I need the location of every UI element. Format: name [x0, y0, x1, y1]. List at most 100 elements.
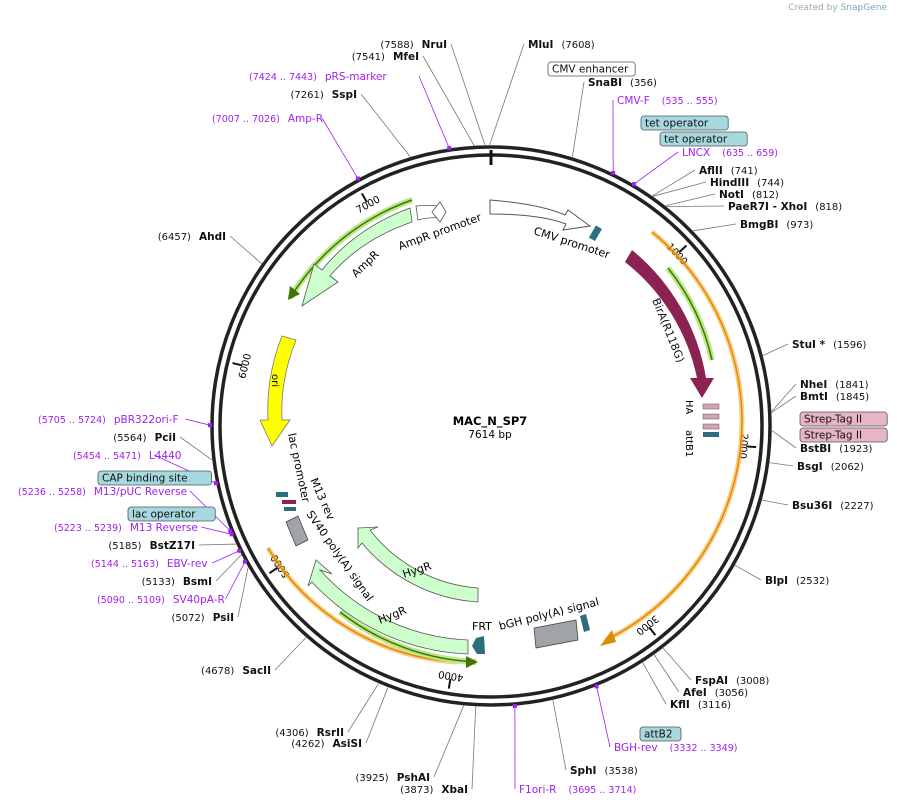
enzyme-label[interactable]: (3873)XbaI: [400, 784, 468, 796]
primer-label[interactable]: (5705 .. 5724)pBR322ori-F: [38, 414, 179, 426]
primer-label[interactable]: F1ori-R (3695 .. 3714): [519, 784, 636, 796]
primer-mark: [237, 548, 242, 553]
enzyme-label[interactable]: (6457)AhdI: [158, 231, 226, 243]
primer-name: LNCX: [682, 147, 710, 159]
feature-box-label: attB2: [644, 729, 673, 741]
ori-arrow[interactable]: [259, 335, 297, 447]
birA-arrow[interactable]: [625, 250, 714, 398]
feature-box[interactable]: [799, 411, 888, 427]
enzyme-label[interactable]: AfeI(3056): [683, 687, 748, 699]
enzyme-label[interactable]: (7261)SspI: [290, 89, 357, 101]
enzyme-label[interactable]: BmtI(1845): [800, 391, 869, 403]
enzyme-name: NruI: [422, 39, 447, 51]
enzyme-label[interactable]: AflII(741): [699, 165, 758, 177]
primer-label[interactable]: (5090 .. 5109)SV40pA-R: [97, 594, 225, 606]
enzyme-label[interactable]: BstBI(1923): [800, 443, 873, 455]
feature-box-label: CMV enhancer: [552, 64, 629, 76]
enzyme-position: (818): [815, 202, 842, 213]
enzyme-label[interactable]: (7541)MfeI: [352, 51, 419, 63]
primer-range: (3695 .. 3714): [568, 785, 636, 796]
frt-mark[interactable]: [472, 636, 485, 654]
strep-tag-mark-1[interactable]: [702, 413, 720, 420]
primer-label[interactable]: (5144 .. 5163)EBV-rev: [91, 558, 208, 570]
enzyme-name: SspI: [332, 89, 357, 101]
feature-box[interactable]: [127, 506, 216, 522]
feature-box[interactable]: [547, 61, 636, 77]
primer-label[interactable]: (7007 .. 7026)Amp-R: [212, 113, 323, 125]
enzyme-label[interactable]: SphI(3538): [570, 765, 638, 777]
attB2-mark[interactable]: [580, 614, 590, 632]
enzyme-name: BmtI: [800, 391, 828, 403]
enzyme-label[interactable]: BsgI(2062): [797, 461, 864, 473]
feature-box[interactable]: [97, 470, 212, 486]
enzyme-label[interactable]: (5564)PciI: [113, 432, 176, 444]
cmv-promoter-arrow[interactable]: [489, 199, 592, 231]
enzyme-position: (5564): [113, 433, 146, 444]
enzyme-leader: [215, 554, 242, 582]
enzyme-label[interactable]: (4262)AsiSI: [291, 738, 362, 750]
enzyme-label[interactable]: (3925)PshAI: [355, 772, 430, 784]
enzyme-label[interactable]: BmgBI(973): [740, 219, 813, 231]
enzyme-label[interactable]: KflI(3116): [670, 699, 731, 711]
enzyme-label[interactable]: Bsu36I(2227): [792, 500, 874, 512]
primer-name: pRS-marker: [325, 71, 388, 83]
sv40-polya-box[interactable]: [285, 515, 309, 547]
attB1-label: attB1: [683, 430, 694, 457]
enzyme-label[interactable]: NheI(1841): [800, 379, 869, 391]
feature-box[interactable]: [659, 131, 748, 147]
enzyme-label[interactable]: HindIII(744): [710, 177, 784, 189]
tick-label: 4000: [438, 668, 465, 683]
attB1-mark[interactable]: [703, 432, 719, 437]
primer-name: F1ori-R: [519, 784, 556, 796]
enzyme-label[interactable]: NotI(812): [719, 189, 779, 201]
ha-tag[interactable]: [702, 403, 720, 410]
enzyme-leader: [734, 564, 762, 581]
primer-label[interactable]: (7424 .. 7443)pRS-marker: [249, 71, 387, 83]
feature-box[interactable]: [640, 115, 729, 131]
primer-label[interactable]: BGH-rev(3332 .. 3349): [614, 742, 737, 754]
enzyme-label[interactable]: (5133)BsmI: [142, 576, 212, 588]
lac-operator-mark[interactable]: [284, 507, 296, 511]
feature-box[interactable]: [639, 726, 682, 742]
enzyme-label[interactable]: (4306)RsrII: [275, 727, 344, 739]
enzyme-leader: [769, 462, 794, 467]
enzyme-position: (4678): [201, 666, 234, 677]
enzyme-label[interactable]: StuI *(1596): [792, 339, 866, 351]
enzyme-leader: [652, 169, 696, 197]
enzyme-label[interactable]: MluI(7608): [528, 39, 595, 51]
primer-label[interactable]: CMV-F(535 .. 555): [617, 95, 718, 107]
primer-label[interactable]: (5454 .. 5471)L4440: [73, 450, 181, 462]
enzyme-leader: [450, 43, 486, 146]
hygr-outer-arrow[interactable]: [307, 559, 469, 655]
ampr-promoter-head[interactable]: [431, 201, 447, 223]
ampr-arrow[interactable]: [301, 207, 413, 307]
enzyme-label[interactable]: FspAI(3008): [695, 675, 769, 687]
enzyme-label[interactable]: (7588)NruI: [380, 39, 447, 51]
primer-label[interactable]: (5223 .. 5239)M13 Reverse: [54, 522, 198, 534]
enzyme-label[interactable]: SnaBI(356): [588, 77, 657, 89]
enzyme-label[interactable]: BlpI(2532): [765, 575, 829, 587]
enzyme-name: StuI *: [792, 339, 826, 351]
tet-operator-mark[interactable]: [588, 225, 602, 242]
primer-label[interactable]: (5236 .. 5258)M13/pUC Reverse: [18, 486, 187, 498]
orf-arc-left-line: [267, 547, 459, 663]
strep-tag-mark-2[interactable]: [702, 423, 720, 430]
primer-label[interactable]: LNCX(635 .. 659): [682, 147, 778, 159]
feature-box[interactable]: [799, 427, 888, 443]
enzyme-label[interactable]: PaeR7I - XhoI(818): [728, 201, 842, 213]
enzyme-label[interactable]: (5185)BstZ17I: [108, 540, 195, 552]
primer-leader: [212, 550, 240, 564]
m13-mark[interactable]: [282, 500, 296, 504]
enzyme-leader: [552, 700, 567, 771]
enzyme-label[interactable]: (5072)PsiI: [171, 612, 234, 624]
cap-binding-mark[interactable]: [276, 492, 288, 497]
enzyme-name: BmgBI: [740, 219, 778, 231]
enzyme-position: (7541): [352, 52, 385, 63]
enzyme-name: BlpI: [765, 575, 788, 587]
enzyme-label[interactable]: (4678)SacII: [201, 665, 271, 677]
hygr-inner-arrow[interactable]: [357, 526, 479, 603]
bgh-polya-box[interactable]: [533, 619, 579, 649]
enzyme-name: BstBI: [800, 443, 831, 455]
feature-box-label: CAP binding site: [102, 473, 188, 485]
